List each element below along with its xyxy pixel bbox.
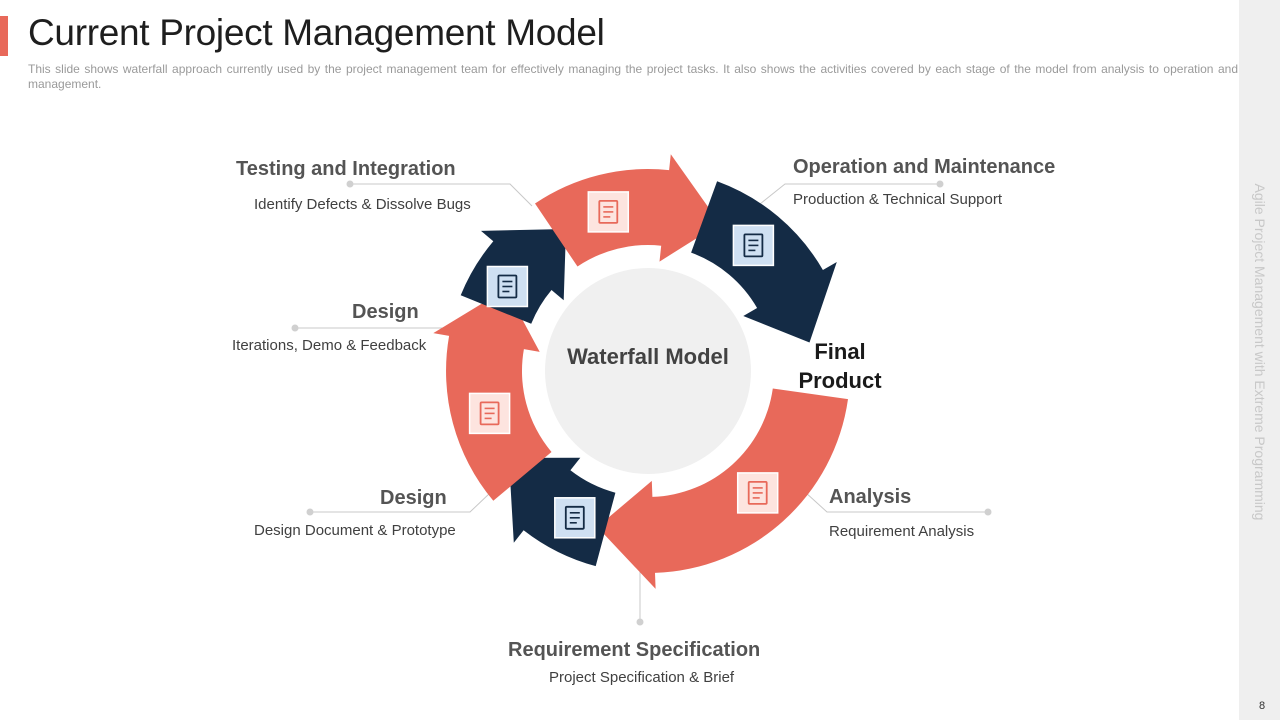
system-file-icon	[486, 265, 529, 308]
stage-title-operation: Operation and Maintenance	[793, 156, 1056, 178]
center-circle	[545, 268, 751, 474]
stage-title-requirement: Requirement Specification	[508, 639, 761, 661]
page-subtitle: This slide shows waterfall approach curr…	[28, 62, 1238, 91]
leader-lines	[295, 183, 988, 621]
page-title: Current Project Management Model	[28, 12, 605, 53]
center-label: Waterfall Model	[567, 344, 729, 369]
stage-icons	[468, 191, 779, 539]
final-product-label: Final Product	[798, 339, 882, 393]
stage-desc-operation: Production & Technical Support	[793, 191, 1003, 208]
title-accent-bar	[0, 16, 8, 56]
stage-desc-analysis: Requirement Analysis	[829, 523, 975, 540]
leader-line-testing	[350, 183, 533, 207]
stage-desc-design-iterations: Iterations, Demo & Feedback	[232, 337, 427, 354]
stage-title-design-iterations: Design	[352, 301, 419, 323]
stage-desc-requirement: Project Specification & Brief	[549, 669, 735, 686]
leader-dots	[291, 180, 992, 626]
stage-desc-testing: Identify Defects & Dissolve Bugs	[254, 196, 471, 213]
document-icon	[468, 392, 511, 435]
stage-title-design-document: Design	[380, 487, 447, 509]
stage-title-testing: Testing and Integration	[236, 158, 456, 180]
side-panel	[1239, 0, 1280, 720]
arrow-segment-1	[597, 388, 848, 589]
workflow-gear-icon	[736, 472, 779, 514]
checklist-pen-icon	[732, 224, 775, 267]
checklist-icon	[554, 497, 596, 539]
leader-line-analysis	[804, 491, 988, 513]
stage-title-analysis: Analysis	[829, 486, 912, 508]
leader-line-design-document	[310, 492, 491, 513]
leader-line-operation	[759, 183, 940, 205]
rating-icon	[587, 191, 630, 233]
page-number: 8	[1258, 700, 1266, 712]
stage-desc-design-document: Design Document & Prototype	[254, 522, 456, 539]
